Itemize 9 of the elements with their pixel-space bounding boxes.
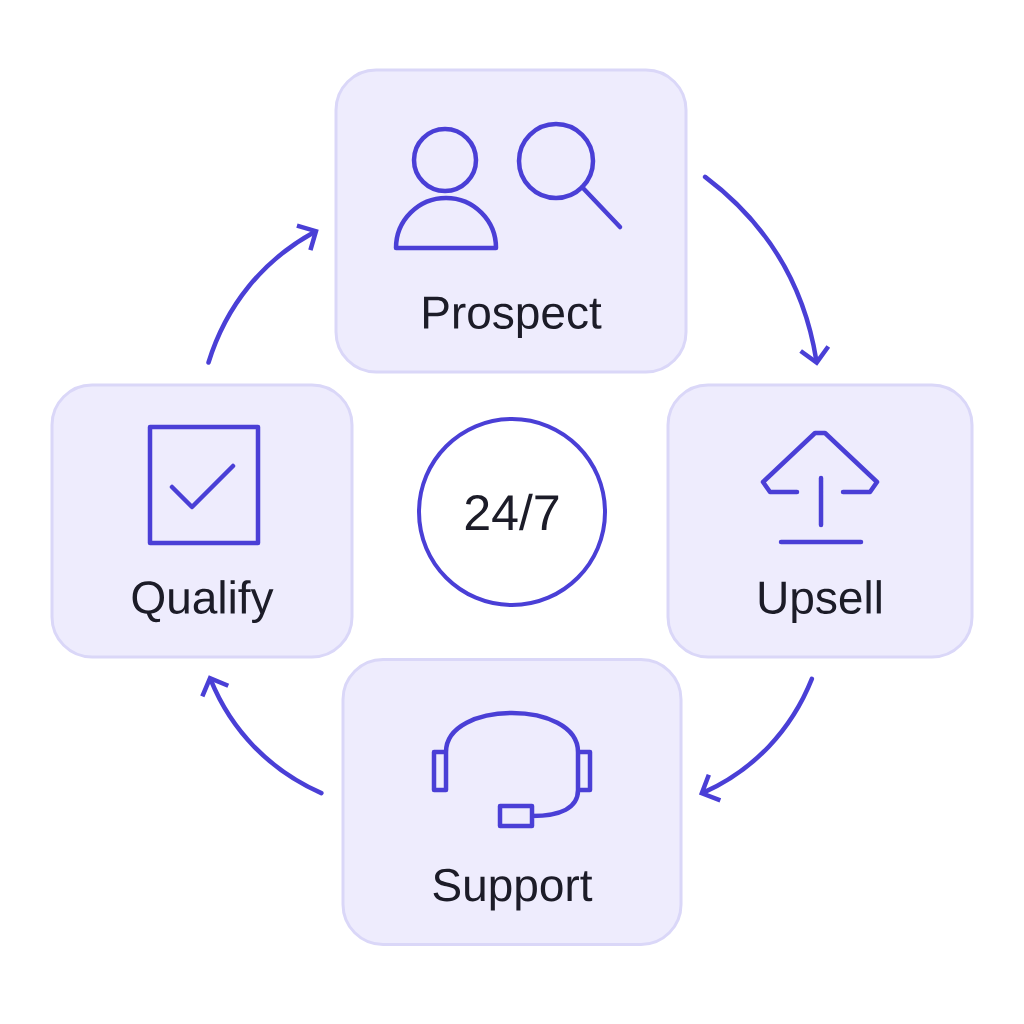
step-card: Qualify [50, 383, 354, 659]
arrow [206, 223, 319, 365]
arrow [702, 174, 831, 366]
arrow [698, 676, 815, 803]
step-card: Support [341, 658, 683, 946]
step-card: Upsell [666, 383, 974, 659]
arrow [200, 675, 324, 796]
circle-badge: 24/7 [417, 417, 607, 607]
step-card: Prospect [334, 68, 688, 374]
